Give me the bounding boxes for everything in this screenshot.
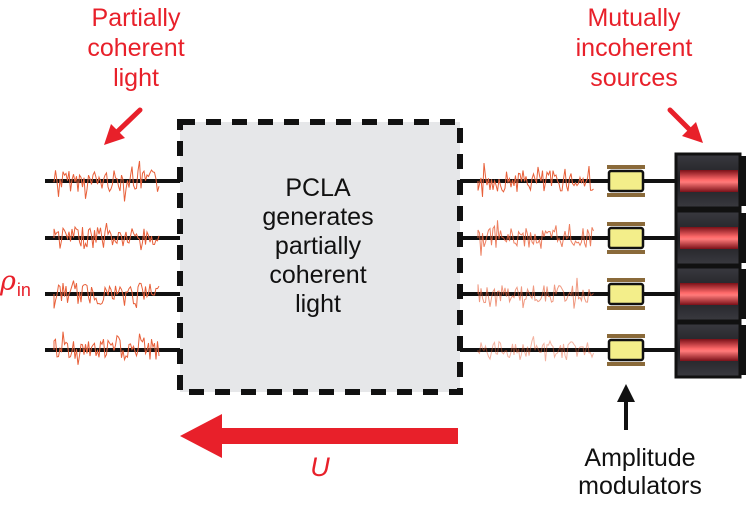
partially-coherent-light-label: Partially coherent light [87,4,185,92]
rho-in-label: ρin [0,266,40,301]
modulated-signal-2 [477,220,594,256]
incoherent-sources-arrow [667,107,703,143]
pcla-box [177,119,463,395]
modulator-bottom-stripe-2 [607,250,645,254]
input-signal-4 [53,331,160,365]
source-cap-1 [740,156,746,206]
modulator-top-stripe-3 [607,278,645,282]
modulator-bottom-stripe-4 [607,362,645,366]
partial-light-arrow [104,107,143,145]
source-cap-2 [740,213,746,263]
input-signal-2 [53,223,160,251]
amplitude-modulator-2 [607,226,645,250]
rho-subscript: in [16,280,31,300]
laser-emitter-3 [680,283,738,305]
input-signal-3 [53,280,160,309]
modulator-top-stripe-2 [607,222,645,226]
modulator-bottom-stripe-3 [607,306,645,310]
input-signal-1 [53,160,160,202]
amplitude-modulator-4 [607,338,645,362]
modulator-bottom-stripe-1 [607,193,645,197]
amplitude-modulator-3 [607,282,645,306]
u-operator-arrow [180,414,458,458]
mutually-incoherent-sources-label: Mutually incoherent sources [575,4,693,92]
modulated-signal-1 [477,162,594,197]
modulated-signal-4 [477,336,594,362]
channels-group [45,152,746,379]
modulator-top-stripe-1 [607,165,645,169]
laser-emitter-4 [680,339,738,361]
laser-emitter-1 [680,170,738,192]
amplitude-modulator-1 [607,169,645,193]
source-cap-4 [740,325,746,375]
laser-emitter-2 [680,227,738,249]
amplitude-modulators-label: Amplitude modulators [578,444,702,500]
modulated-signal-3 [477,277,594,309]
amplitude-modulator-arrow [617,384,635,430]
source-cap-3 [740,269,746,319]
rho-symbol: ρ [0,266,16,297]
modulator-top-stripe-4 [607,334,645,338]
u-label: U [310,452,330,482]
pcla-box-label: PCLA generates partially coherent light [262,174,374,318]
